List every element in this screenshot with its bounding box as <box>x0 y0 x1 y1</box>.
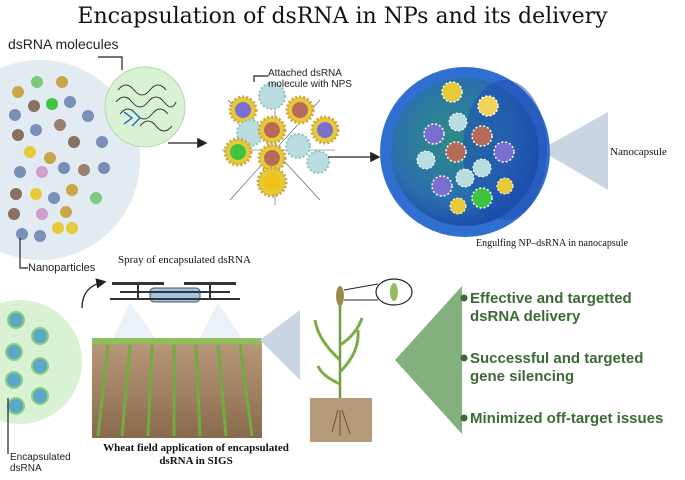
wheat-plant <box>310 278 413 442</box>
nanoparticle-dots <box>8 76 110 242</box>
pointer-triangle <box>260 310 300 380</box>
nanocapsule-label: Nanocapsule <box>610 146 667 158</box>
wheat-field-label: Wheat field application of encapsulated … <box>103 442 289 467</box>
benefit-item: Effective and targetted dsRNA delivery <box>470 290 632 325</box>
np-dsrna-cluster <box>222 75 340 205</box>
dsrna-molecules-circle <box>98 56 186 148</box>
bullet-2 <box>460 414 468 422</box>
engulfing-label: Engulfing NP–dsRNA in nanocapsule <box>476 238 628 249</box>
encapsulated-dsrna-circle <box>0 278 107 454</box>
attached-label: Attached dsRNA molecule with NPS <box>268 68 352 90</box>
diagram-title: Encapsulation of dsRNA in NPs and its de… <box>77 4 608 29</box>
benefit-item: Successful and targeted gene silencing <box>470 350 644 385</box>
encapsulated-dsrna-label: Encapsulated dsRNA <box>10 452 71 474</box>
bullet-0 <box>460 294 468 302</box>
benefit-item: Minimized off-target issues <box>470 410 664 427</box>
nanoparticles-label: Nanoparticles <box>28 262 96 274</box>
spray-drone <box>110 282 246 345</box>
benefits-triangle <box>395 286 462 434</box>
bullet-1 <box>460 354 468 362</box>
wheat-field <box>92 338 262 438</box>
spray-label: Spray of encapsulated dsRNA <box>118 254 251 266</box>
nanocapsule-sphere <box>380 67 608 237</box>
dsrna-molecules-label: dsRNA molecules <box>8 36 119 52</box>
